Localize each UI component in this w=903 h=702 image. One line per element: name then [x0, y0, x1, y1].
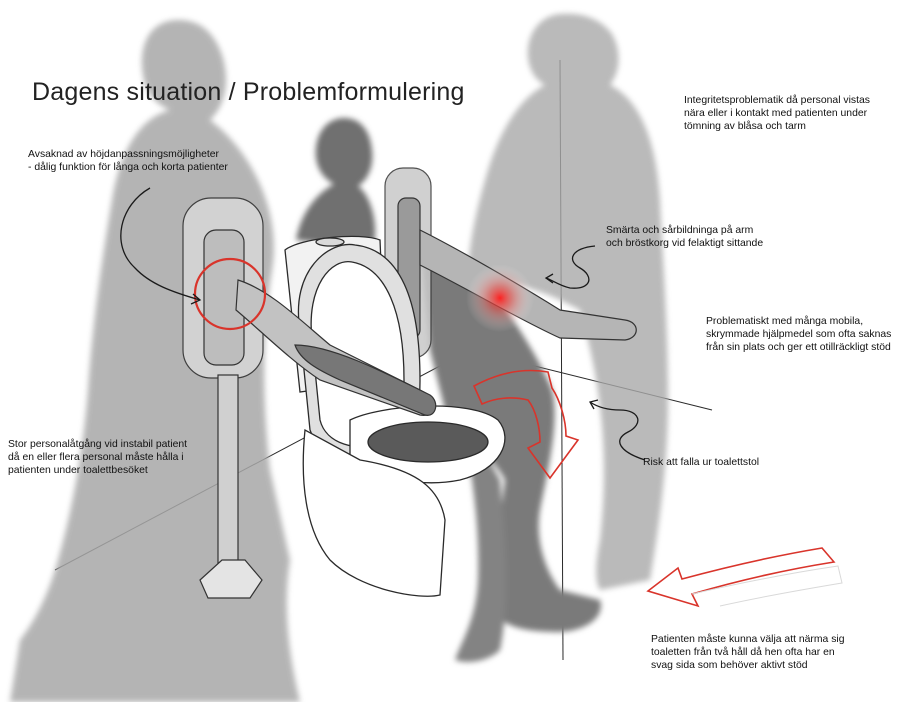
annotation-pain: Smärta och sårbildninga på arm och bröst…	[606, 224, 763, 250]
annotation-height-adjust: Avsaknad av höjdanpassningsmöjligheter -…	[28, 148, 228, 174]
pain-glow	[466, 264, 534, 332]
annotation-approach: Patienten måste kunna välja att närma si…	[651, 633, 845, 672]
annotation-line: Risk att falla ur toalettstol	[643, 456, 759, 469]
annotation-line: Smärta och sårbildninga på arm	[606, 224, 763, 237]
annotation-line: Avsaknad av höjdanpassningsmöjligheter	[28, 148, 228, 161]
annotation-line: - dålig funktion för långa och korta pat…	[28, 161, 228, 174]
annotation-line: Problematiskt med många mobila,	[706, 315, 891, 328]
annotation-staff: Stor personalåtgång vid instabil patient…	[8, 438, 187, 477]
annotation-line: då en eller flera personal måste hålla i	[8, 451, 187, 464]
approach-arrow	[648, 548, 834, 606]
annotation-mobile-aids: Problematiskt med många mobila, skrymmad…	[706, 315, 891, 354]
annotation-line: och bröstkorg vid felaktigt sittande	[606, 237, 763, 250]
annotation-line: Stor personalåtgång vid instabil patient	[8, 438, 187, 451]
annotation-line: skrymmade hjälpmedel som ofta saknas	[706, 328, 891, 341]
annotation-line: toaletten från två håll då hen ofta har …	[651, 646, 845, 659]
annotation-line: Integritetsproblematik då personal vista…	[684, 94, 870, 107]
annotation-line: nära eller i kontakt med patienten under	[684, 107, 870, 120]
annotation-line: tömning av blåsa och tarm	[684, 120, 870, 133]
page-title: Dagens situation / Problemformulering	[32, 78, 465, 107]
annotation-line: Patienten måste kunna välja att närma si…	[651, 633, 845, 646]
annotation-line: svag sida som behöver aktivt stöd	[651, 659, 845, 672]
annotation-line: från sin plats och ger ett otillräckligt…	[706, 341, 891, 354]
annotation-integrity: Integritetsproblematik då personal vista…	[684, 94, 870, 133]
annotation-fall-risk: Risk att falla ur toalettstol	[643, 456, 759, 469]
approach-arrow-shadow	[692, 566, 842, 606]
annotation-line: patienten under toalettbesöket	[8, 464, 187, 477]
